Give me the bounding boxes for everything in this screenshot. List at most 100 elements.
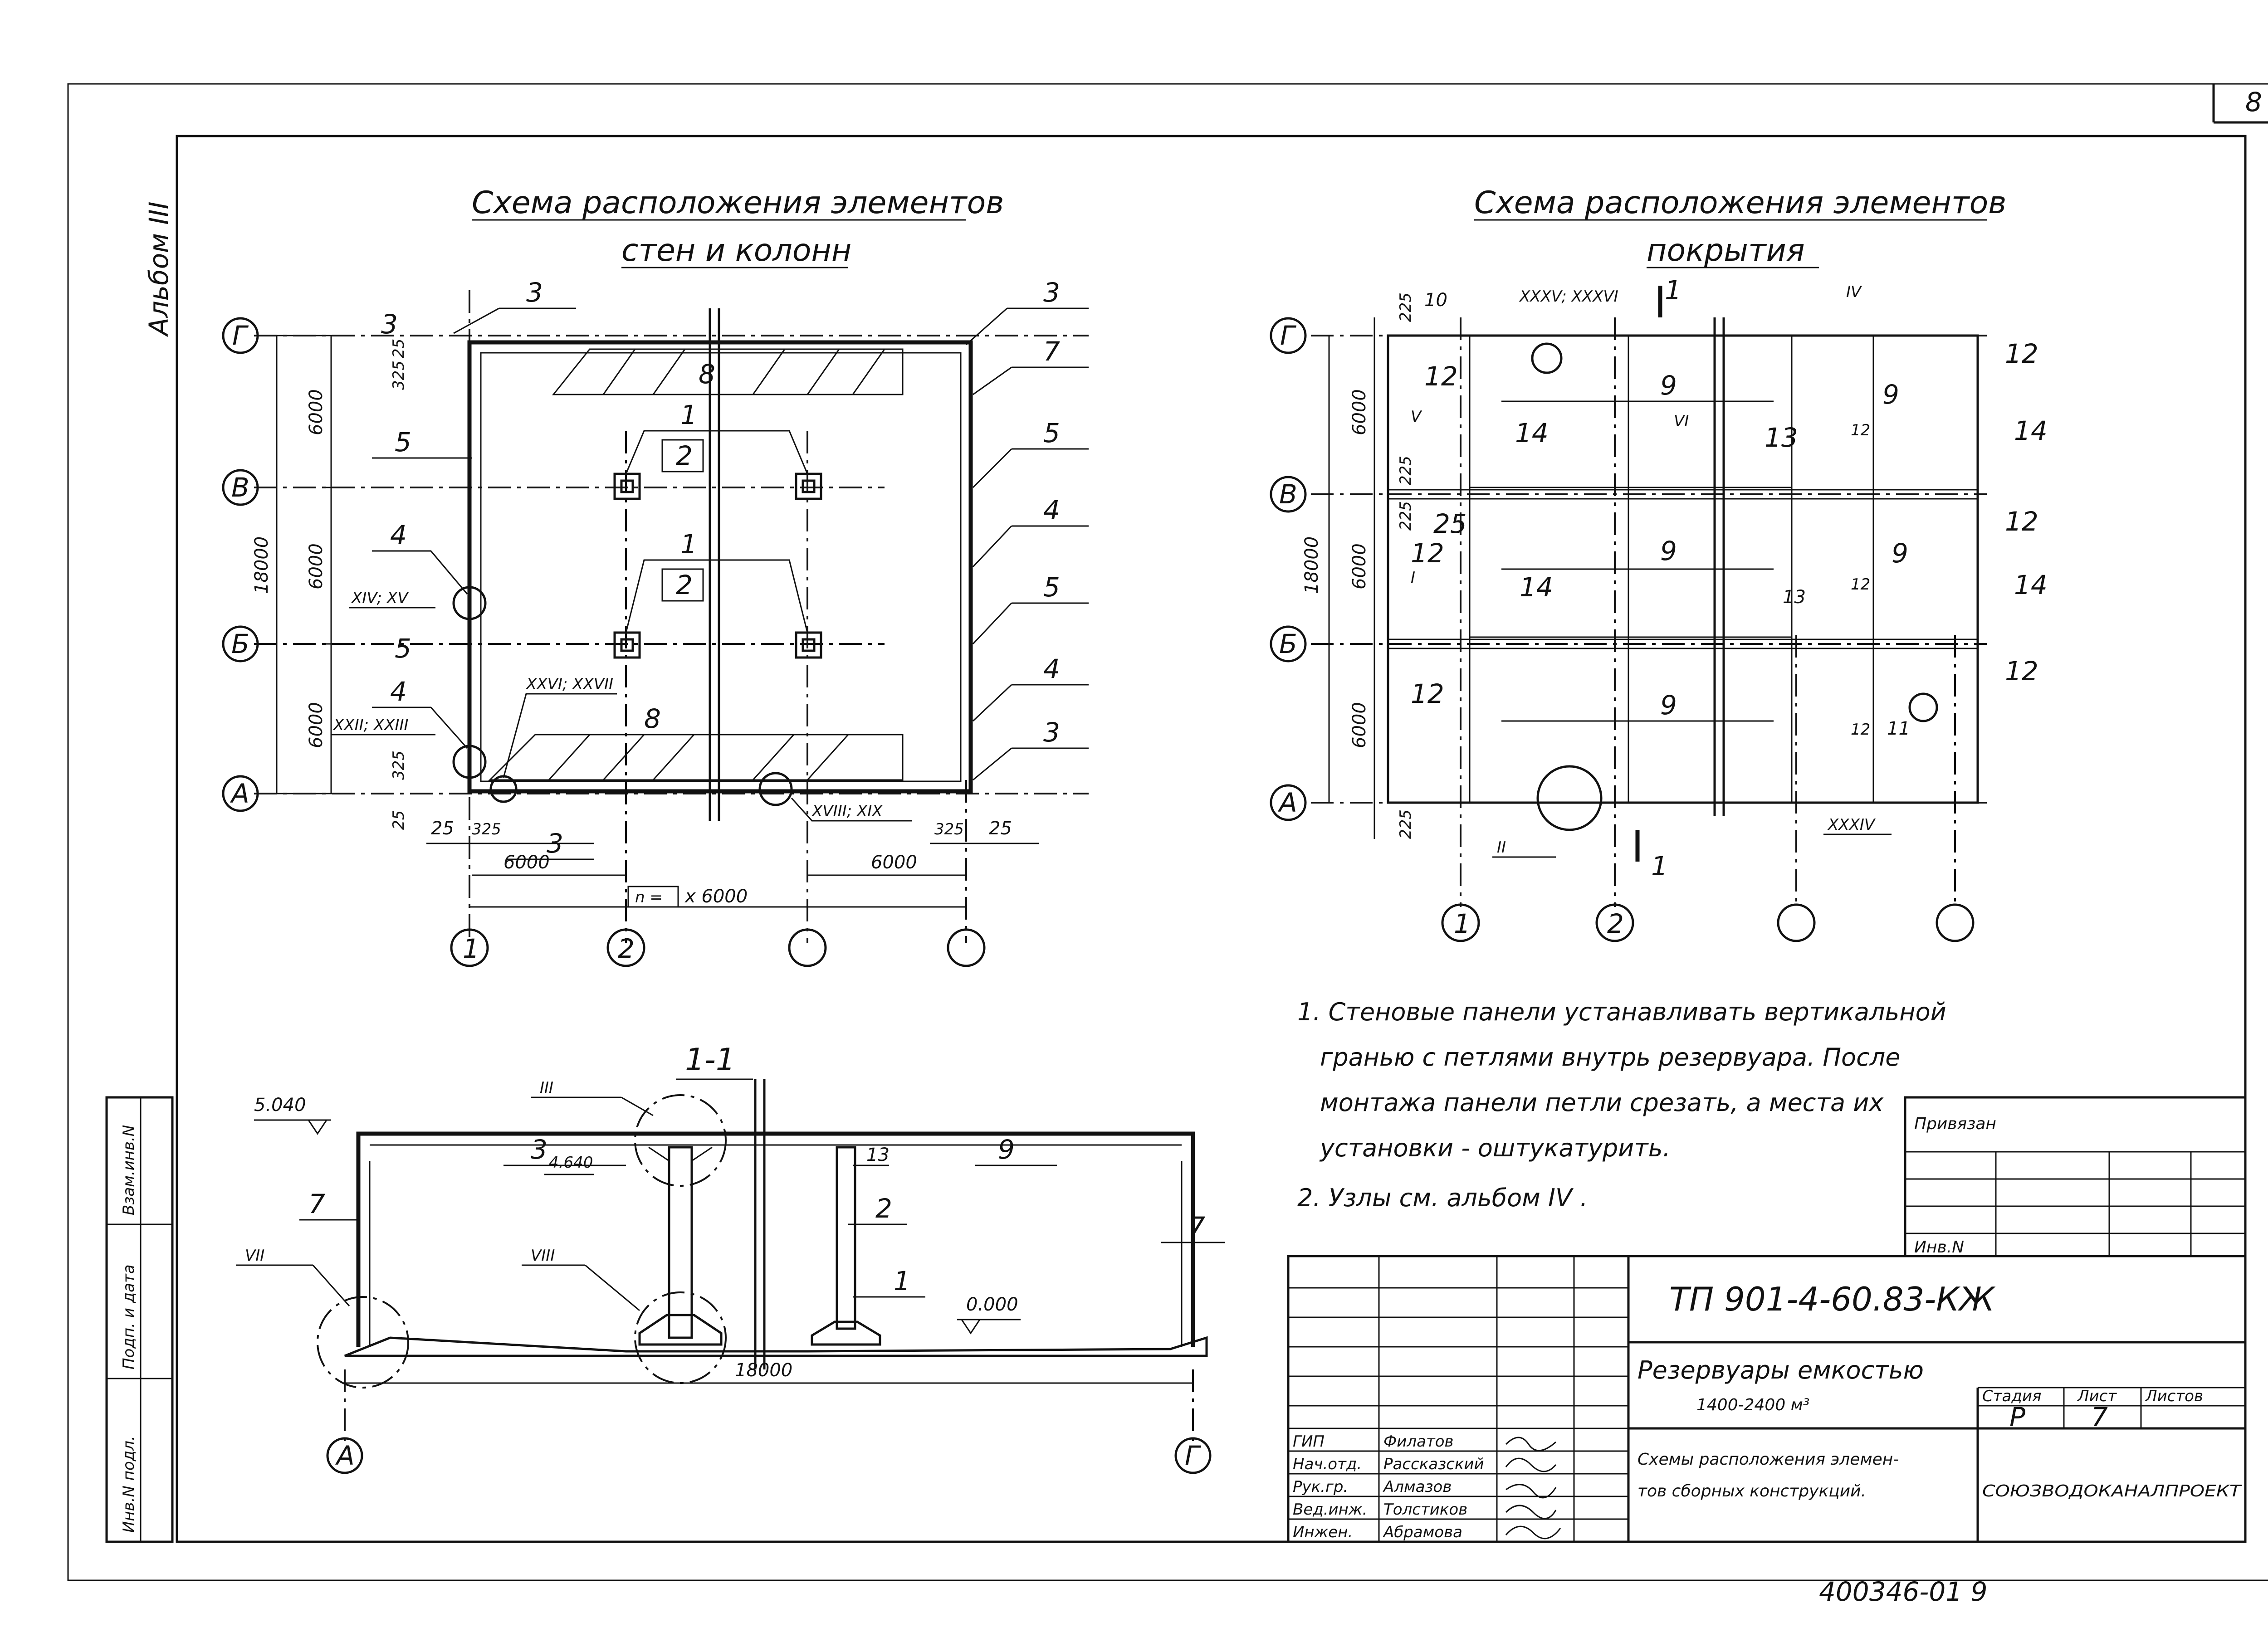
svg-text:225: 225 [1397, 809, 1415, 839]
svg-text:0.000: 0.000 [966, 1294, 1018, 1315]
svg-text:XIV; XV: XIV; XV [351, 589, 409, 607]
svg-text:325: 325 [390, 361, 408, 390]
svg-text:12: 12 [2005, 656, 2038, 687]
side-strip: Взам.инв.N Подп. и дата Инв.N подл. [105, 1096, 174, 1543]
svg-text:6000: 6000 [306, 702, 327, 748]
svg-text:325: 325 [934, 820, 964, 838]
general-notes: 1. Стеновые панели устанавливать вертика… [1297, 998, 1946, 1212]
svg-text:Инв.N подл.: Инв.N подл. [120, 1436, 138, 1533]
svg-text:I: I [1411, 569, 1415, 587]
svg-text:1: 1 [463, 933, 479, 964]
svg-text:4: 4 [390, 676, 407, 707]
svg-text:В: В [1279, 479, 1297, 510]
svg-text:1: 1 [1665, 275, 1681, 306]
svg-text:25: 25 [431, 818, 454, 839]
svg-text:1: 1 [680, 400, 697, 430]
right-plan: Схема расположения элементов покрытия [1270, 185, 2048, 942]
svg-text:9: 9 [1882, 379, 1899, 410]
svg-text:Вед.инж.: Вед.инж. [1293, 1501, 1367, 1519]
section-1-1: 1-1 5.040 4.640 0.000 [236, 1042, 1225, 1474]
svg-text:VII: VII [245, 1247, 264, 1265]
svg-text:1: 1 [1454, 908, 1471, 939]
right-axis-col-bubbles: 1 2 [1441, 903, 1975, 942]
svg-text:14: 14 [2014, 570, 2048, 600]
svg-text:4: 4 [1043, 653, 1060, 684]
svg-text:Листов: Листов [2145, 1387, 2203, 1405]
svg-text:В: В [231, 472, 249, 503]
svg-text:5.040: 5.040 [254, 1095, 306, 1116]
title-block: Привязан Инв.N ТП 901-4-60.83-КЖ Резерву… [1287, 1096, 2247, 1543]
svg-text:Резервуары емкостью: Резервуары емкостью [1637, 1356, 1924, 1384]
svg-text:Абрамова: Абрамова [1383, 1523, 1462, 1541]
svg-text:Схемы расположения элемен-: Схемы расположения элемен- [1637, 1450, 1899, 1469]
svg-text:n =: n = [635, 888, 663, 906]
svg-text:Нач.отд.: Нач.отд. [1293, 1455, 1362, 1473]
svg-text:XVIII; XIX: XVIII; XIX [811, 802, 883, 820]
svg-text:1: 1 [680, 529, 697, 560]
svg-text:8: 8 [644, 703, 661, 734]
svg-text:III: III [540, 1079, 553, 1097]
svg-text:13: 13 [866, 1145, 890, 1165]
svg-text:Толстиков: Толстиков [1383, 1501, 1467, 1519]
svg-text:А: А [230, 778, 249, 809]
svg-text:11: 11 [1887, 718, 1910, 739]
svg-text:12: 12 [1411, 538, 1444, 569]
svg-text:225: 225 [1397, 292, 1415, 322]
svg-text:18000: 18000 [735, 1360, 792, 1381]
svg-text:II: II [1497, 838, 1506, 857]
svg-text:2: 2 [1607, 908, 1624, 939]
svg-text:3: 3 [526, 277, 543, 308]
svg-text:3: 3 [381, 309, 398, 340]
svg-text:6000: 6000 [306, 543, 327, 590]
svg-text:2: 2 [875, 1193, 892, 1224]
svg-text:6000: 6000 [1349, 702, 1370, 748]
album-label: Альбом III [143, 201, 174, 337]
svg-text:XXXIV: XXXIV [1827, 816, 1876, 834]
svg-text:14: 14 [2014, 415, 2048, 446]
svg-text:5: 5 [1043, 572, 1060, 603]
svg-text:А: А [1277, 787, 1297, 818]
svg-text:XXVI; XXVII: XXVI; XXVII [525, 675, 613, 693]
svg-text:монтажа панели петли срезать,: монтажа панели петли срезать, а места их [1320, 1088, 1884, 1117]
svg-text:установки - оштукатурить.: установки - оштукатурить. [1319, 1134, 1671, 1162]
svg-text:12: 12 [1851, 721, 1870, 739]
svg-text:18000: 18000 [251, 536, 272, 594]
svg-text:225: 225 [1397, 456, 1415, 485]
svg-text:25: 25 [390, 339, 408, 358]
column [613, 473, 822, 659]
svg-text:12: 12 [2005, 338, 2038, 369]
svg-text:Б: Б [1279, 628, 1297, 659]
svg-text:3: 3 [1043, 717, 1060, 748]
svg-text:14: 14 [1515, 418, 1549, 448]
svg-text:Стадия: Стадия [1982, 1387, 2041, 1405]
sheet-frame [67, 83, 2268, 1581]
svg-text:Р: Р [2009, 1402, 2025, 1432]
svg-text:VI: VI [1674, 412, 1689, 430]
svg-text:9: 9 [1892, 538, 1908, 569]
organization-name: СОЮЗВОДОКАНАЛПРОЕКТ [1982, 1482, 2242, 1501]
svg-text:7: 7 [308, 1189, 325, 1219]
svg-text:3: 3 [547, 828, 563, 859]
svg-text:14: 14 [1520, 572, 1553, 603]
right-plan-title-2: покрытия [1647, 233, 1805, 268]
svg-text:325: 325 [472, 820, 501, 838]
svg-text:9: 9 [1660, 536, 1677, 566]
svg-text:6000: 6000 [871, 852, 917, 873]
svg-text:10: 10 [1424, 290, 1447, 311]
svg-text:ГИП: ГИП [1293, 1432, 1325, 1451]
left-plan-title-1: Схема расположения элементов [472, 185, 1004, 221]
svg-text:5: 5 [395, 633, 411, 664]
svg-text:4: 4 [390, 520, 407, 551]
svg-text:3: 3 [531, 1134, 547, 1165]
svg-text:7: 7 [2091, 1402, 2108, 1432]
left-axis-col-bubbles: 1 2 [450, 928, 986, 967]
svg-text:XXXV; XXXVI: XXXV; XXXVI [1519, 287, 1618, 306]
svg-text:12: 12 [1424, 361, 1458, 392]
svg-text:Филатов: Филатов [1383, 1432, 1454, 1451]
svg-text:Г: Г [232, 320, 249, 351]
svg-text:XXII; XXIII: XXII; XXIII [332, 716, 409, 734]
svg-text:2: 2 [676, 440, 693, 471]
section-title: 1-1 [685, 1042, 735, 1078]
svg-text:Подп. и дата: Подп. и дата [120, 1264, 138, 1369]
